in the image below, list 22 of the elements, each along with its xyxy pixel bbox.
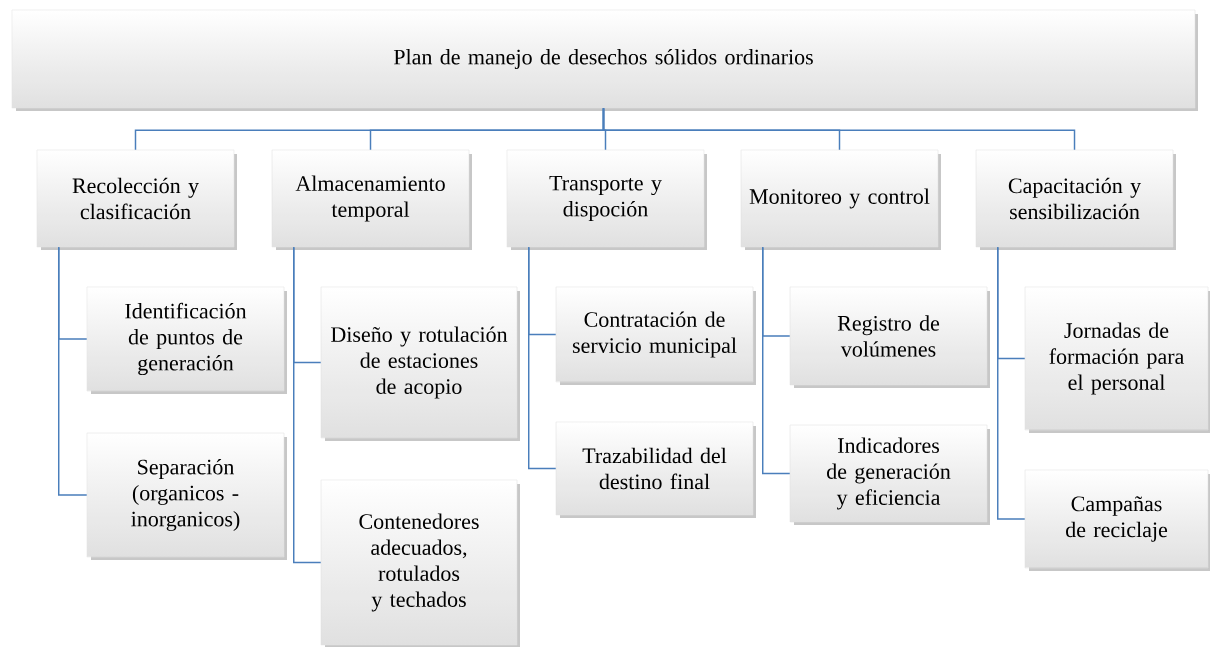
item-box: Separación (organicos - inorganicos) — [86, 432, 287, 560]
connector-line — [997, 246, 1026, 520]
item-box: Identificación de puntos de generación — [86, 286, 287, 394]
connector-line — [58, 246, 88, 496]
category-box: Transporte y dispoción — [506, 149, 707, 250]
category-box: Recolección y clasificación — [36, 149, 237, 250]
category-box: Monitoreo y control — [740, 149, 941, 250]
category-box: Almacenamiento temporal — [271, 149, 472, 250]
connector-line — [528, 246, 557, 470]
connector-line — [762, 246, 791, 475]
item-box: Diseño y rotulación de estaciones de acopio — [320, 286, 520, 441]
item-box: Trazabilidad del destino final — [555, 421, 756, 518]
connector-line — [293, 246, 322, 564]
item-box: Registro de volúmenes — [789, 286, 990, 388]
item-box: Campañas de reciclaje — [1024, 469, 1210, 571]
title-box: Plan de manejo de desechos sólidos ordinarios — [11, 9, 1198, 111]
item-box: Contratación de servicio municipal — [555, 286, 756, 385]
item-box: Indicadores de generación y eficiencia — [789, 424, 990, 525]
category-box: Capacitación y sensibilización — [975, 149, 1176, 250]
item-box: Contenedores adecuados, rotulados y techados — [320, 479, 520, 647]
item-box: Jornadas de formación para el personal — [1024, 286, 1210, 433]
connector-line — [602, 107, 1076, 151]
